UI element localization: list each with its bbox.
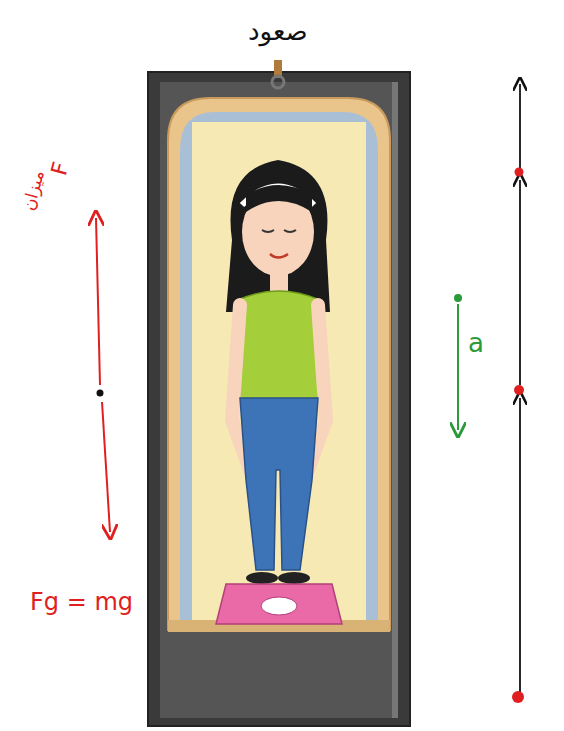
elevator-frame xyxy=(148,72,410,726)
bathroom-scale xyxy=(216,584,342,624)
position-dot xyxy=(514,385,524,395)
jeans xyxy=(240,398,318,570)
force-symbol: F xyxy=(48,160,73,178)
hook xyxy=(272,76,284,88)
normal-force-arrow xyxy=(96,218,100,385)
weight-arrow xyxy=(102,402,110,532)
shoe xyxy=(278,572,310,584)
direction-label: صعود xyxy=(248,18,308,44)
force-diagram xyxy=(96,218,110,532)
acceleration-arrow xyxy=(457,304,459,430)
mouth xyxy=(270,254,288,258)
girl-figure xyxy=(226,160,330,584)
elevator-frame xyxy=(148,72,410,726)
shoe xyxy=(246,572,278,584)
neck xyxy=(270,272,288,292)
scale-dial xyxy=(261,597,297,615)
fringe xyxy=(246,185,312,212)
elevator-cabin xyxy=(168,98,390,630)
acceleration-point xyxy=(454,294,462,302)
acceleration-arrow xyxy=(454,294,462,430)
motion-line xyxy=(519,180,521,385)
shirt xyxy=(238,291,320,400)
eyes xyxy=(262,230,296,232)
cabin-wall xyxy=(180,112,378,620)
motion-line xyxy=(519,398,521,695)
scale-body xyxy=(216,584,342,624)
body-point xyxy=(97,390,104,397)
hair xyxy=(226,160,330,312)
acceleration-label: a xyxy=(468,330,484,356)
position-dot xyxy=(515,168,524,177)
cable-hook xyxy=(272,60,284,88)
cabin-panel xyxy=(192,122,366,620)
elevator-frame xyxy=(160,82,398,718)
position-dot xyxy=(512,691,524,703)
motion-line xyxy=(519,84,521,168)
motion-strobe xyxy=(512,84,524,703)
weight-label: Fg = mg xyxy=(30,590,133,614)
elevator-frame xyxy=(392,82,398,718)
force-subscript: ميزان xyxy=(20,169,47,213)
